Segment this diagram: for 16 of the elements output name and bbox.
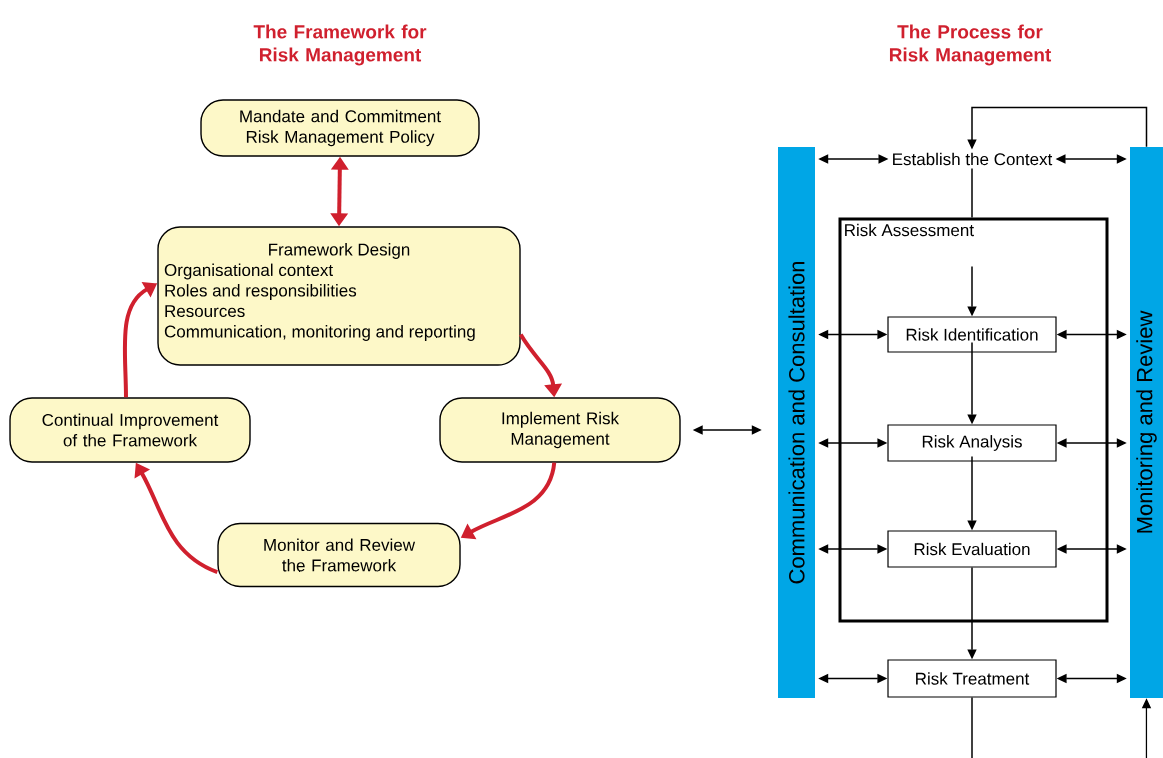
step-box: Risk Treatment: [887, 659, 1057, 698]
process-box: Monitor and Review the Framework: [217, 522, 461, 588]
heading: The Framework for Risk Management: [253, 24, 427, 66]
step-box: Risk Analysis: [887, 424, 1057, 462]
process-box: Continual Improvement of the Framework: [9, 397, 251, 463]
vertical-band: Communication and Consultation: [778, 147, 815, 698]
vertical-band: Monitoring and Review: [1130, 147, 1163, 698]
connector-line: [971, 696, 973, 758]
step-box: Risk Identification: [887, 316, 1057, 353]
process-box: Implement Risk Management: [439, 397, 681, 463]
framework-design-box: Framework Design Organisational context Roles and responsibilities Resources Communication, monitoring and reporting: [157, 226, 521, 366]
step-text: Establish the Context: [893, 152, 1053, 166]
heading: The Process for Risk Management: [889, 24, 1052, 66]
connector-line: [971, 167, 973, 219]
step-box: Risk Evaluation: [887, 530, 1057, 568]
mandate-box: Mandate and Commitment Risk Management Policy: [200, 99, 480, 157]
